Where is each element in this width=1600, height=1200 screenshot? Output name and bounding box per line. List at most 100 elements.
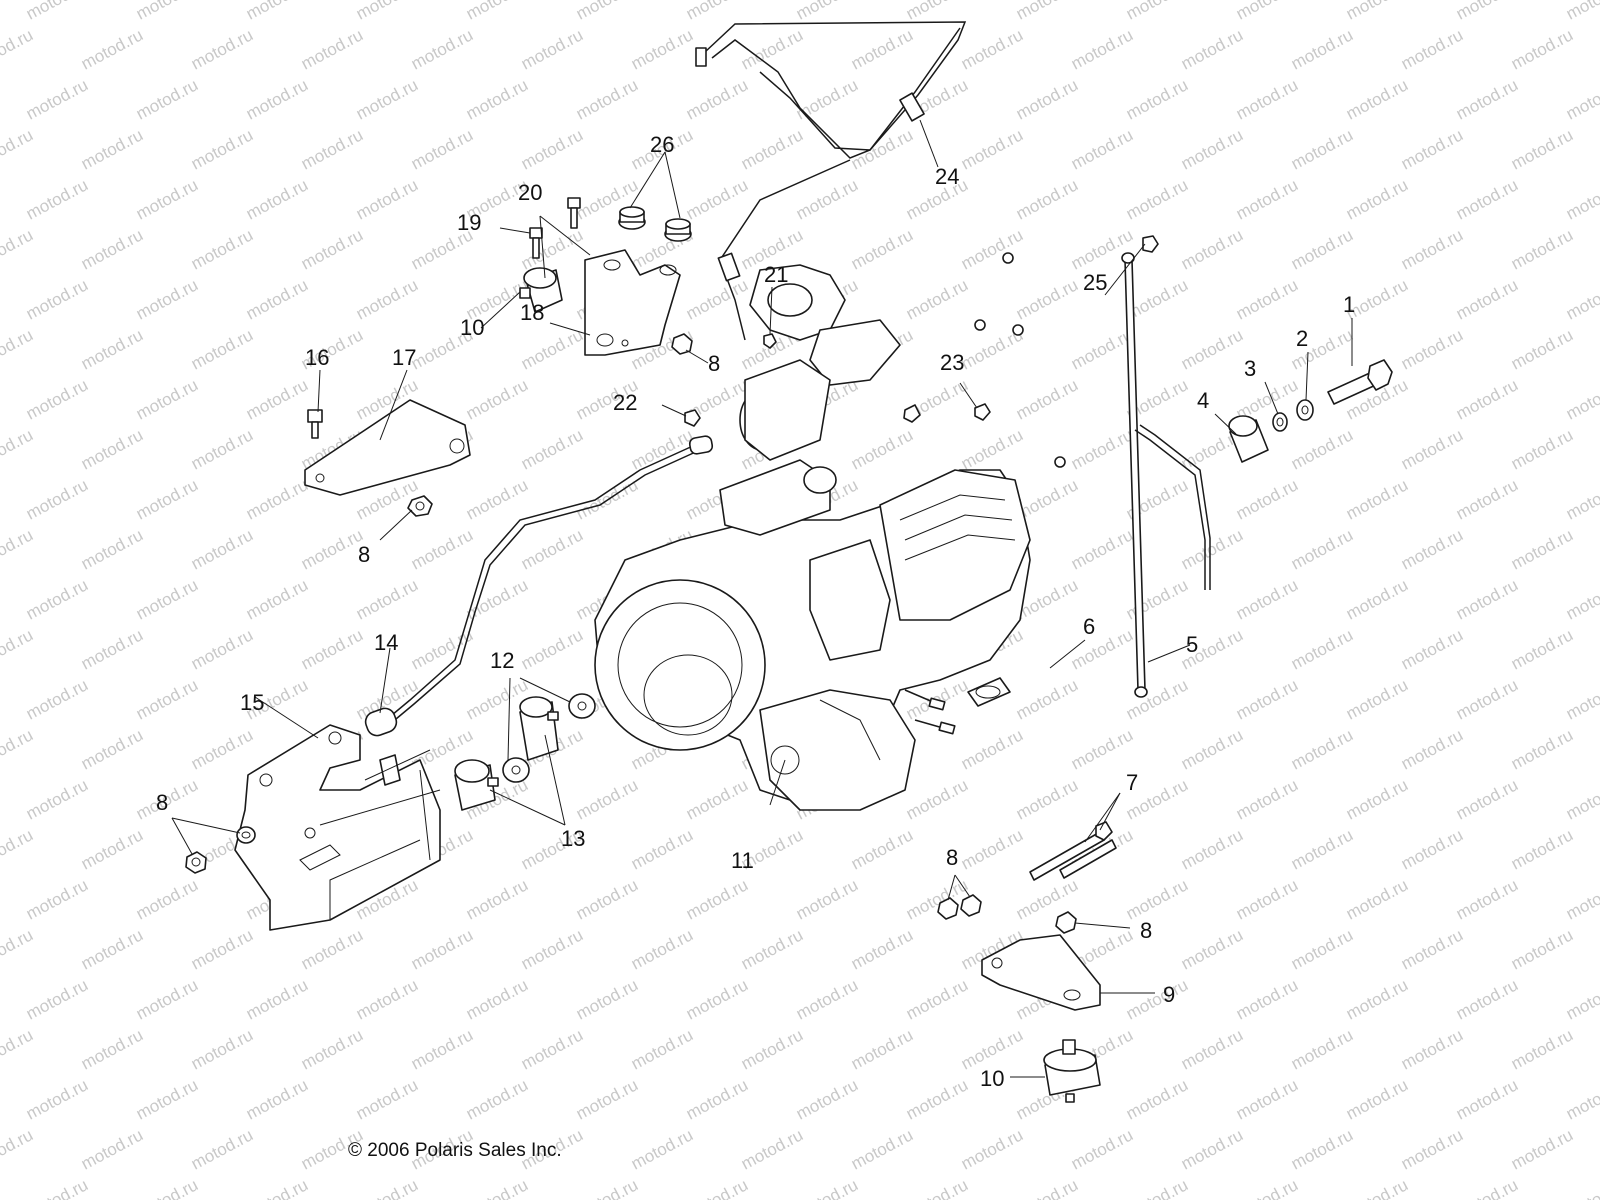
watermark-text: motod.ru: [1343, 75, 1411, 123]
callout-16: 16: [305, 345, 329, 370]
bolt-16: [307, 409, 323, 439]
watermark-text: motod.ru: [738, 125, 806, 173]
watermark-text: motod.ru: [1013, 75, 1081, 123]
watermark-text: motod.ru: [0, 525, 36, 573]
watermark-text: motod.ru: [1233, 875, 1301, 923]
watermark-text: motod.ru: [1178, 925, 1246, 973]
watermark-text: motod.ru: [1288, 125, 1356, 173]
copyright-notice: © 2006 Polaris Sales Inc.: [348, 1140, 562, 1161]
watermark-text: motod.ru: [1178, 825, 1246, 873]
nut-8-bracket: [185, 851, 207, 874]
watermark-text: motod.ru: [463, 1175, 531, 1200]
watermark-text: motod.ru: [1563, 0, 1600, 24]
callout-1: 1: [1343, 292, 1355, 317]
callout-8-lower-right: 8: [1140, 918, 1152, 943]
watermark-text: motod.ru: [1453, 675, 1521, 723]
watermark-text: motod.ru: [1563, 975, 1600, 1023]
watermark-text: motod.ru: [133, 1175, 201, 1200]
watermark-text: motod.ru: [133, 475, 201, 523]
watermark-text: motod.ru: [463, 1075, 531, 1123]
watermark-text: motod.ru: [463, 0, 531, 24]
rod-5-part: [1121, 252, 1211, 698]
watermark-text: motod.ru: [1453, 1175, 1521, 1200]
watermark-text: motod.ru: [1343, 875, 1411, 923]
watermark-text: motod.ru: [1343, 775, 1411, 823]
watermark-text: motod.ru: [1563, 375, 1600, 423]
watermark-text: motod.ru: [1013, 775, 1081, 823]
watermark-text: motod.ru: [1123, 575, 1191, 623]
watermark-text: motod.ru: [1508, 525, 1576, 573]
watermark-text: motod.ru: [353, 1075, 421, 1123]
watermark-text: motod.ru: [0, 125, 36, 173]
watermark-text: motod.ru: [298, 225, 366, 273]
watermark-text: motod.ru: [848, 25, 916, 73]
watermark-text: motod.ru: [78, 425, 146, 473]
watermark-text: motod.ru: [1233, 1175, 1301, 1200]
watermark-text: motod.ru: [463, 975, 531, 1023]
watermark-text: motod.ru: [408, 925, 476, 973]
watermark-text: motod.ru: [243, 0, 311, 24]
watermark-text: motod.ru: [1343, 175, 1411, 223]
watermark-text: motod.ru: [1563, 1175, 1600, 1200]
bolt-23: [974, 403, 991, 421]
watermark-text: motod.ru: [1343, 575, 1411, 623]
watermark-text: motod.ru: [1508, 625, 1576, 673]
bolt-19: [529, 227, 543, 259]
watermark-text: motod.ru: [1178, 125, 1246, 173]
watermark-text: motod.ru: [1123, 675, 1191, 723]
watermark-text: motod.ru: [1398, 1025, 1466, 1073]
callout-17: 17: [392, 345, 416, 370]
watermark-text: motod.ru: [1563, 875, 1600, 923]
callout-23: 23: [940, 350, 964, 375]
watermark-text: motod.ru: [1123, 875, 1191, 923]
watermark-text: motod.ru: [78, 25, 146, 73]
watermark-text: motod.ru: [958, 225, 1026, 273]
watermark-text: motod.ru: [408, 1025, 476, 1073]
watermark-text: motod.ru: [1288, 525, 1356, 573]
washer-12a: [568, 693, 596, 719]
watermark-text: motod.ru: [1178, 225, 1246, 273]
watermark-text: motod.ru: [408, 525, 476, 573]
callout-4: 4: [1197, 388, 1209, 413]
watermark-text: motod.ru: [1178, 1125, 1246, 1173]
watermark-text: motod.ru: [0, 1125, 36, 1173]
watermark-text: motod.ru: [1288, 625, 1356, 673]
watermark-text: motod.ru: [1563, 475, 1600, 523]
watermark-text: motod.ru: [1563, 275, 1600, 323]
watermark-text: motod.ru: [848, 225, 916, 273]
watermark-text: motod.ru: [1013, 375, 1081, 423]
watermark-text: motod.ru: [78, 525, 146, 573]
watermark-text: motod.ru: [903, 975, 971, 1023]
watermark-text: motod.ru: [1013, 275, 1081, 323]
watermark-text: motod.ru: [1178, 525, 1246, 573]
watermark-text: motod.ru: [243, 275, 311, 323]
watermark-text: motod.ru: [23, 1175, 91, 1200]
callout-26: 26: [650, 132, 674, 157]
washer-2: [1296, 399, 1314, 421]
watermark-text: motod.ru: [243, 1075, 311, 1123]
watermark-text: motod.ru: [78, 1125, 146, 1173]
watermark-text: motod.ru: [1233, 175, 1301, 223]
watermark-text: motod.ru: [133, 675, 201, 723]
watermark-text: motod.ru: [1288, 225, 1356, 273]
watermark-text: motod.ru: [793, 1175, 861, 1200]
watermark-text: motod.ru: [188, 125, 256, 173]
watermark-text: motod.ru: [243, 575, 311, 623]
watermark-text: motod.ru: [188, 925, 256, 973]
watermark-text: motod.ru: [0, 1025, 36, 1073]
watermark-text: motod.ru: [353, 1175, 421, 1200]
engine-mount-10-lower: [1043, 1039, 1101, 1103]
watermark-text: motod.ru: [1398, 725, 1466, 773]
bracket-15-part: [234, 724, 441, 931]
watermark-text: motod.ru: [848, 825, 916, 873]
watermark-text: motod.ru: [463, 475, 531, 523]
callout-6: 6: [1083, 614, 1095, 639]
watermark-text: motod.ru: [903, 875, 971, 923]
watermark-text: motod.ru: [848, 1125, 916, 1173]
watermark-text: motod.ru: [78, 125, 146, 173]
watermark-text: motod.ru: [23, 375, 91, 423]
watermark-text: motod.ru: [1563, 675, 1600, 723]
watermark-text: motod.ru: [133, 975, 201, 1023]
callout-18: 18: [520, 300, 544, 325]
watermark-text: motod.ru: [408, 125, 476, 173]
